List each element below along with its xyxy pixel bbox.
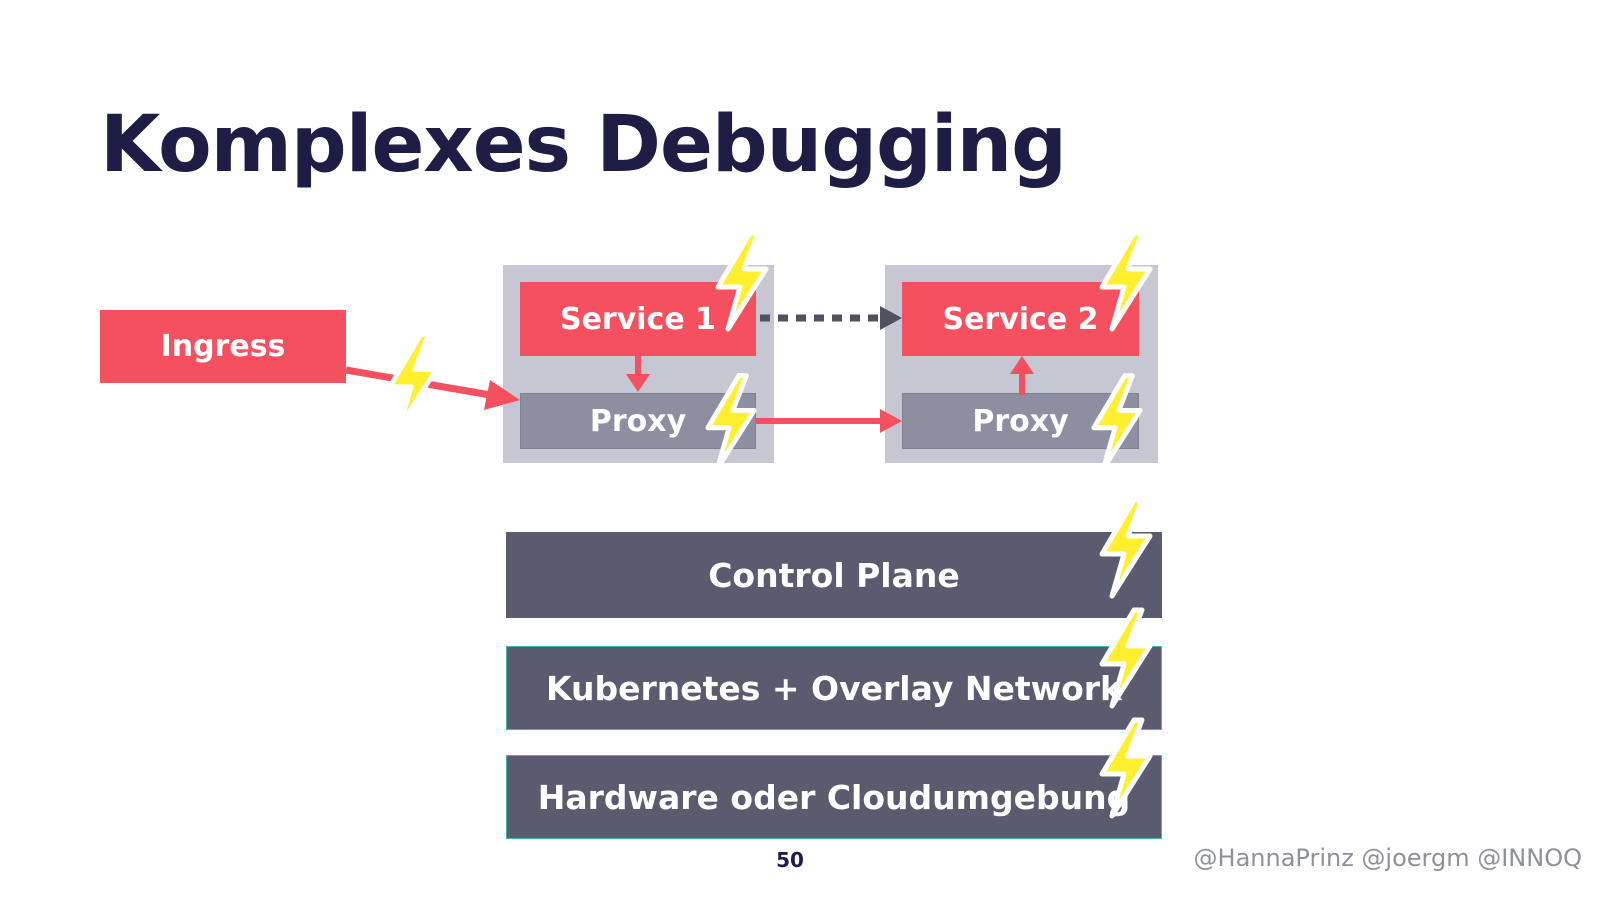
ingress-box: Ingress: [100, 310, 346, 383]
control-plane-layer: Control Plane: [506, 532, 1162, 618]
author-credits: @HannaPrinz @joergm @INNOQ: [1193, 844, 1582, 872]
ingress-label: Ingress: [160, 329, 286, 364]
control-plane-label: Control Plane: [708, 555, 960, 595]
proxy-1-label: Proxy: [589, 403, 687, 439]
service-1-box: Service 1: [520, 282, 756, 356]
hardware-layer: Hardware oder Cloudumgebung: [506, 755, 1162, 839]
proxy-1-box: Proxy: [520, 393, 756, 449]
ingress-to-proxy-arrow: [345, 366, 520, 410]
service-2-label: Service 2: [942, 301, 1099, 337]
hardware-label: Hardware oder Cloudumgebung: [537, 777, 1131, 817]
proxy-1-to-proxy-2-arrow: [756, 409, 902, 433]
kubernetes-layer: Kubernetes + Overlay Network: [506, 646, 1162, 730]
lightning-bolt-icon: [390, 335, 436, 428]
service-1-to-service-2-dotted-arrow: [760, 306, 902, 330]
proxy-2-label: Proxy: [972, 403, 1069, 439]
service-2-box: Service 2: [902, 282, 1139, 356]
service-1-label: Service 1: [559, 301, 717, 337]
slide-title: Komplexes Debugging: [100, 100, 1067, 190]
proxy-2-box: Proxy: [902, 393, 1139, 449]
page-number: 50: [776, 848, 804, 872]
kubernetes-label: Kubernetes + Overlay Network: [545, 668, 1122, 708]
